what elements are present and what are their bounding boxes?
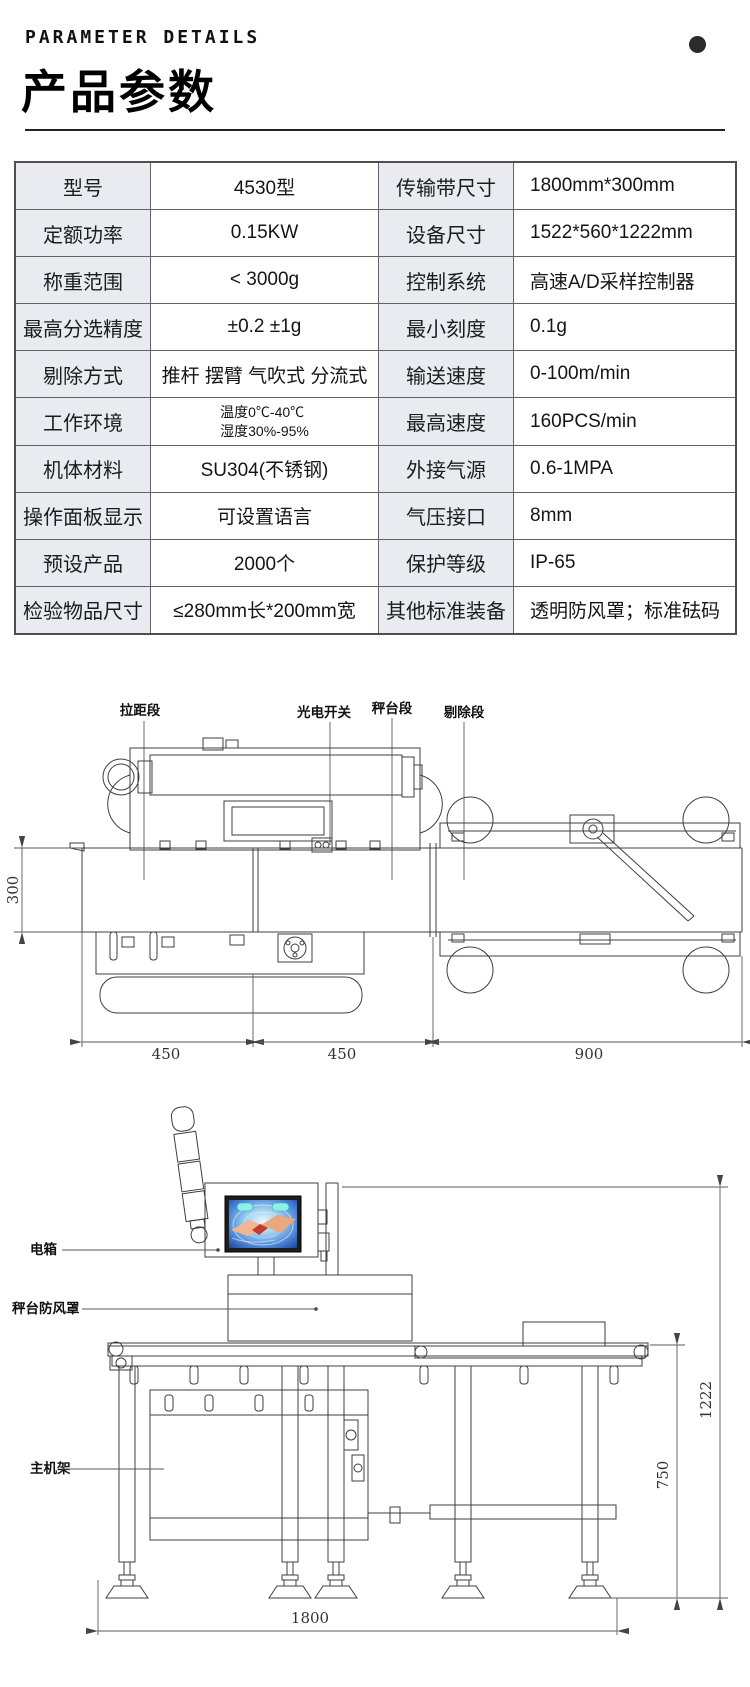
spec-label-cell: 操作面板显示 xyxy=(16,492,151,539)
drawing-label-windshield: 秤台防风罩 xyxy=(12,1300,80,1316)
spec-label-cell: 控制系统 xyxy=(379,257,514,304)
dimension-value-450a: 450 xyxy=(152,1045,181,1063)
spec-value-cell: 推杆 摆臂 气吹式 分流式 xyxy=(151,351,379,398)
spec-label-cell: 气压接口 xyxy=(379,492,514,539)
spec-value-cell: 2000个 xyxy=(151,539,379,586)
dimension-value-900: 900 xyxy=(575,1045,604,1063)
spec-label-cell: 型号 xyxy=(16,163,151,210)
windshield-cover xyxy=(227,1274,413,1342)
spec-value-cell: 可设置语言 xyxy=(151,492,379,539)
spec-label-cell: 定额功率 xyxy=(16,210,151,257)
dim-total-length: 1800 xyxy=(86,1580,629,1635)
spec-value-cell: ±0.2 ±1g xyxy=(151,304,379,351)
table-row: 剔除方式推杆 摆臂 气吹式 分流式输送速度 0-100m/min xyxy=(16,351,735,399)
side-view-drawing: 750 1222 1800 电箱 秤台防风罩 主机架 xyxy=(12,1106,728,1635)
spec-value-cell: 0-100m/min xyxy=(530,363,631,385)
drawing-label-pull-section: 拉距段 xyxy=(120,702,161,718)
spec-label-cell: 外接气源 xyxy=(379,445,514,492)
drawing-label-scale-section: 秤台段 xyxy=(372,700,413,716)
spec-value-cell: 高速A/D采样控制器 xyxy=(530,271,695,293)
spec-label-cell: 输送速度 xyxy=(379,351,514,398)
spec-value-cell: 160PCS/min xyxy=(530,410,637,432)
spec-value-cell: IP-65 xyxy=(530,551,576,573)
spec-label-cell: 称重范围 xyxy=(16,257,151,304)
spec-label-cell: 最高分选精度 xyxy=(16,304,151,351)
photo-switch-detail xyxy=(311,837,333,853)
reject-section-top xyxy=(439,796,741,922)
spec-value-cell: ≤280mm长*200mm宽 xyxy=(151,586,379,633)
spec-label-cell: 保护等级 xyxy=(379,539,514,586)
eyebrow-text: PARAMETER DETAILS xyxy=(25,27,261,48)
dimension-value-300: 300 xyxy=(4,876,22,905)
spec-value-cell: 透明防风罩；标准砝码 xyxy=(530,601,721,623)
side-view-labels: 电箱 秤台防风罩 主机架 xyxy=(12,1241,318,1476)
reject-section-bottom xyxy=(439,931,741,994)
drawing-label-electric-box: 电箱 xyxy=(30,1241,57,1257)
spec-value-cell: SU304(不锈钢) xyxy=(151,445,379,492)
table-row: 检验物品尺寸≤280mm长*200mm宽其他标准装备透明防风罩；标准砝码 xyxy=(16,586,735,633)
spec-value-cell: 0.15KW xyxy=(151,210,379,257)
dim-bottom: 450 450 900 xyxy=(70,932,750,1063)
table-row: 工作环境温度0℃-40℃ 湿度30%-95%最高速度 160PCS/min xyxy=(16,398,735,446)
box-knobs xyxy=(317,1209,330,1262)
dim-total-height: 1222 xyxy=(342,1175,728,1610)
control-box xyxy=(204,1182,339,1275)
dimension-value-450b: 450 xyxy=(328,1045,357,1063)
spec-label-cell: 剔除方式 xyxy=(16,351,151,398)
drawing-label-photo-switch: 光电开关 xyxy=(296,704,351,720)
drawing-label-main-frame: 主机架 xyxy=(30,1460,71,1476)
dimension-value-1800: 1800 xyxy=(291,1609,329,1627)
dimension-value-1222: 1222 xyxy=(697,1381,715,1419)
spec-value-cell: 1522*560*1222mm xyxy=(530,222,693,244)
spec-value-cell: 0.1g xyxy=(530,316,567,338)
spec-value-cell: 1800mm*300mm xyxy=(530,175,675,197)
spec-label-cell: 设备尺寸 xyxy=(379,210,514,257)
spec-label-cell: 机体材料 xyxy=(16,445,151,492)
spec-label-cell: 传输带尺寸 xyxy=(379,163,514,210)
divider-rule xyxy=(25,129,725,131)
accent-dot xyxy=(689,36,706,53)
spec-value-cell: 温度0℃-40℃ 湿度30%-95% xyxy=(151,398,379,445)
conveyor-assembly xyxy=(107,1321,649,1385)
spec-label-cell: 其他标准装备 xyxy=(379,586,514,633)
spec-value-cell: < 3000g xyxy=(151,257,379,304)
top-view-drawing: 拉距段 光电开关 秤台段 剔除段 xyxy=(4,700,750,1063)
touchscreen xyxy=(229,1200,297,1248)
dimension-value-750: 750 xyxy=(654,1461,672,1490)
spec-label-cell: 最高速度 xyxy=(379,398,514,445)
page-title: 产品参数 xyxy=(21,66,217,118)
main-frame xyxy=(149,1389,617,1541)
dim-belt-width: 300 xyxy=(4,836,82,944)
signal-tower xyxy=(170,1106,209,1244)
drawing-label-reject-section: 剔除段 xyxy=(443,704,485,720)
leader-lines xyxy=(143,718,465,880)
belt-band xyxy=(69,842,743,937)
spec-label-cell: 最小刻度 xyxy=(379,304,514,351)
spec-label-cell: 预设产品 xyxy=(16,539,151,586)
weigher-bottom-assembly xyxy=(95,931,365,1014)
spec-value-cell: 4530型 xyxy=(151,163,379,210)
spec-label-cell: 检验物品尺寸 xyxy=(16,586,151,633)
spec-value-cell: 0.6-1MPA xyxy=(530,457,614,479)
spec-label-cell: 工作环境 xyxy=(16,398,151,445)
dim-belt-height: 750 xyxy=(650,1333,685,1610)
table-row: 操作面板显示可设置语言气压接口 8mm xyxy=(16,492,735,540)
spec-value-cell: 8mm xyxy=(530,504,573,526)
weigher-top-assembly xyxy=(102,737,443,851)
machine-legs xyxy=(105,1365,612,1599)
